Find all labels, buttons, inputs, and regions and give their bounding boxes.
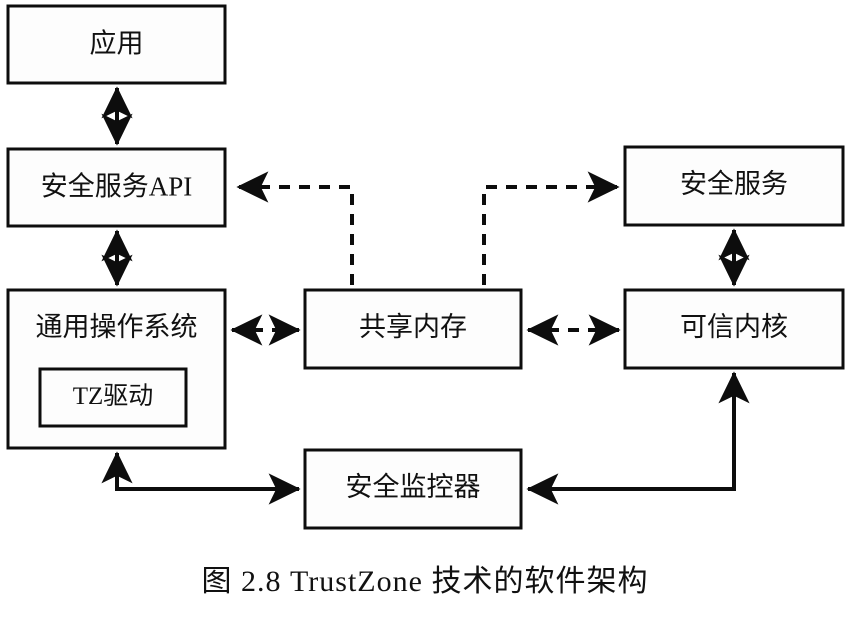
- box-layer: 应用 安全服务API 通用操作系统 TZ驱动 共享内存: [6, 4, 845, 530]
- box-tz-driver[interactable]: TZ驱动: [38, 367, 188, 428]
- box-tz-driver-label: TZ驱动: [73, 383, 154, 410]
- box-app[interactable]: 应用: [6, 4, 227, 85]
- box-secure-service-api-label: 安全服务API: [41, 172, 193, 202]
- box-secure-monitor[interactable]: 安全监控器: [303, 448, 523, 530]
- box-secure-service[interactable]: 安全服务: [623, 145, 845, 227]
- box-app-label: 应用: [90, 29, 144, 59]
- box-trusted-kernel[interactable]: 可信内核: [623, 288, 845, 370]
- box-general-os-label: 通用操作系统: [36, 312, 198, 342]
- box-secure-monitor-label: 安全监控器: [346, 472, 481, 502]
- figure-caption: 图 2.8 TrustZone 技术的软件架构: [201, 565, 649, 598]
- box-secure-service-label: 安全服务: [680, 169, 788, 199]
- box-trusted-kernel-label: 可信内核: [680, 312, 788, 342]
- connection-os-to-secure-monitor: [101, 451, 301, 505]
- box-secure-service-api[interactable]: 安全服务API: [6, 147, 227, 228]
- box-shared-memory-label: 共享内存: [359, 312, 467, 342]
- connection-shared-memory-to-secure-service: [482, 171, 620, 285]
- connection-layer: 共享内存 (dashed, bidirectional) --> 可信内核 (d…: [101, 86, 750, 505]
- connection-secure-monitor-to-trusted-kernel: [526, 371, 750, 505]
- box-shared-memory[interactable]: 共享内存: [303, 288, 523, 370]
- connection-shared-memory-to-secure-api: [236, 171, 354, 285]
